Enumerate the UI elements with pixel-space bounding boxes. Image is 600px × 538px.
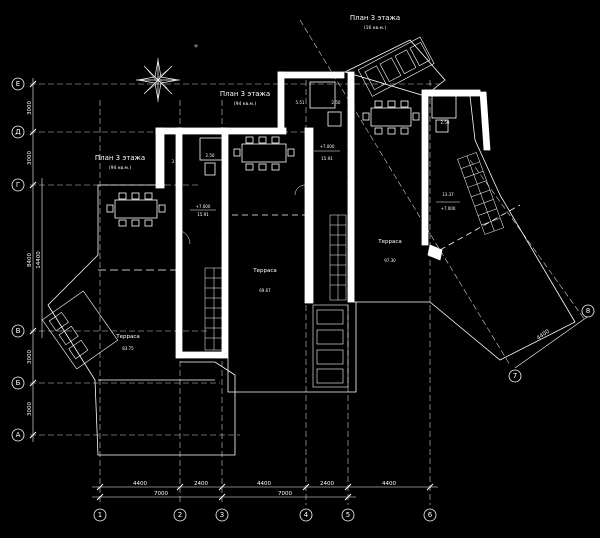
left-bath-area: 3.51 <box>172 159 181 164</box>
svg-text:4: 4 <box>304 511 309 519</box>
dining-table-right-icon <box>362 100 420 135</box>
title-left: План 3 этажа <box>95 154 145 162</box>
axis-row-A: А <box>11 428 25 442</box>
axis-col-2: 2 <box>173 508 187 522</box>
parking-mid-icon <box>312 304 349 388</box>
right-room-area: 13.37 <box>442 192 454 197</box>
axis-col-4: 4 <box>299 508 313 522</box>
parking-left-icon <box>41 290 119 370</box>
svg-text:В: В <box>16 327 21 335</box>
svg-text:Д: Д <box>15 128 21 136</box>
axis-col-3: 3 <box>215 508 229 522</box>
axis-row-D: Д <box>11 125 25 139</box>
dining-table-left-icon <box>106 192 166 227</box>
left-terrace-label: Терраса <box>115 334 140 340</box>
right-terrace-area: 97.30 <box>384 258 396 263</box>
svg-text:7: 7 <box>513 372 517 380</box>
dim-1-2: 4400 <box>133 481 147 487</box>
mid-terrace-area: 69.67 <box>259 288 271 293</box>
mid-level: +7.000 <box>320 144 335 149</box>
svg-text:А: А <box>16 431 21 439</box>
dining-table-mid-icon <box>233 136 295 171</box>
axis-row-E: Е <box>11 77 25 91</box>
title-right-sub: (16 кв.м.) <box>364 25 387 31</box>
axis-diag-8: 8 <box>581 304 595 318</box>
svg-text:1: 1 <box>98 511 102 519</box>
left-bath-small: 2.50 <box>206 153 215 158</box>
mid-room-area: 15.91 <box>321 156 333 161</box>
dimension-lines <box>29 78 591 501</box>
dim-B-A: 3000 <box>27 402 33 416</box>
axis-col-5: 5 <box>341 508 355 522</box>
parking-right-icon <box>357 36 435 97</box>
mid-bath-small: 2.50 <box>332 100 341 105</box>
dim-2-3: 2400 <box>194 481 208 487</box>
dim-D-G: 3000 <box>27 151 33 165</box>
svg-text:5: 5 <box>346 511 350 519</box>
mid-bath-area: 5.51 <box>296 100 305 105</box>
svg-text:2: 2 <box>178 511 182 519</box>
unit-right <box>343 36 576 361</box>
left-room-area: 15.91 <box>197 212 209 217</box>
unit-mid <box>221 71 357 393</box>
svg-text:Б: Б <box>16 379 21 387</box>
dim-E-D: 3000 <box>27 101 33 115</box>
plan-titles: План 3 этажа (94 кв.м.) План 3 этажа (94… <box>95 14 400 171</box>
right-terrace-label: Терраса <box>377 239 402 245</box>
right-bath-small: 2.50 <box>441 120 450 125</box>
north-arrow-icon: N <box>136 43 199 102</box>
svg-text:3: 3 <box>220 511 224 519</box>
dim-G-V: 8400 <box>27 253 33 267</box>
axis-bubbles: Е Д Г В Б А 1 2 3 4 5 6 7 8 <box>11 77 595 522</box>
axis-row-B: Б <box>11 376 25 390</box>
axis-row-V: В <box>11 324 25 338</box>
north-label: N <box>193 43 199 49</box>
title-mid-sub: (94 кв.м.) <box>234 101 257 107</box>
mid-terrace-label: Терраса <box>252 268 277 274</box>
axis-diag-7: 7 <box>508 369 522 383</box>
svg-text:Г: Г <box>16 181 20 189</box>
svg-text:8: 8 <box>586 307 590 315</box>
axis-row-G: Г <box>11 178 25 192</box>
right-level: +7.000 <box>441 206 456 211</box>
svg-text:Е: Е <box>16 80 20 88</box>
axis-col-1: 1 <box>93 508 107 522</box>
left-level: +7.000 <box>196 204 211 209</box>
dim-3-4: 4400 <box>257 481 271 487</box>
dim-4-5: 2400 <box>320 481 334 487</box>
unit-left <box>41 127 236 456</box>
title-left-sub: (94 кв.м.) <box>109 165 132 171</box>
dim-3-5: 7000 <box>278 491 292 497</box>
title-right: План 3 этажа <box>350 14 400 22</box>
left-terrace-area: 83.75 <box>122 346 134 351</box>
dim-V-B: 3000 <box>27 350 33 364</box>
dim-1-3: 7000 <box>154 491 168 497</box>
svg-text:6: 6 <box>428 511 433 519</box>
title-mid: План 3 этажа <box>220 90 270 98</box>
dim-total: 14400 <box>36 251 42 269</box>
axis-col-6: 6 <box>423 508 437 522</box>
dim-5-6: 4400 <box>382 481 396 487</box>
